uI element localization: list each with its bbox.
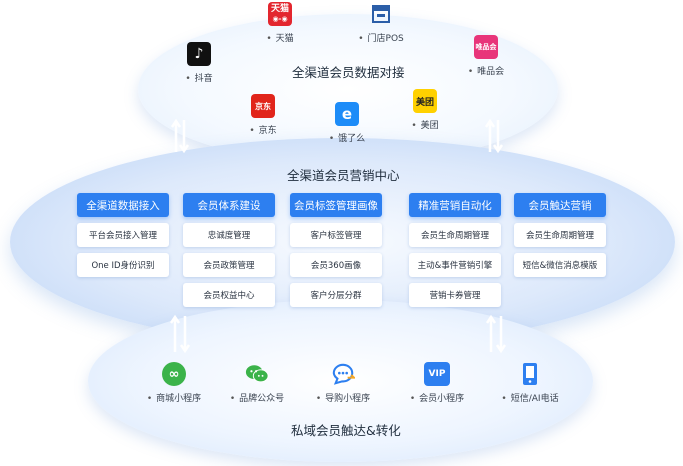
column-item[interactable]: 平台会员接入管理 <box>77 223 169 247</box>
sync-arrows-left-bottom <box>168 314 192 354</box>
phone-icon <box>518 362 542 386</box>
vip-icon: VIP <box>424 362 450 386</box>
column-item[interactable]: 会员政策管理 <box>183 253 275 277</box>
mini-program-icon: ∞ <box>162 362 186 386</box>
channel-mall-miniprogram: ∞ 商城小程序 <box>139 362 209 404</box>
data-integration-title: 全渠道会员数据对接 <box>292 65 405 80</box>
channel-label: 美团 <box>411 118 439 131</box>
column-item[interactable]: 客户分层分群 <box>290 283 382 307</box>
channel-label: 抖音 <box>185 71 213 84</box>
vipshop-icon: 唯品会 <box>474 35 498 59</box>
channel-pos: 门店POS <box>346 2 416 44</box>
chat-bubble-icon <box>331 362 355 386</box>
column-item[interactable]: 会员权益中心 <box>183 283 275 307</box>
channel-vipshop: 唯品会 唯品会 <box>451 35 521 77</box>
channel-jd: 京东 京东 <box>228 94 298 136</box>
column-item[interactable]: 短信&微信消息模版 <box>514 253 606 277</box>
column-head[interactable]: 会员标签管理画像 <box>290 193 382 217</box>
wechat-icon <box>245 362 269 386</box>
channel-label: 商城小程序 <box>147 391 201 404</box>
column-item[interactable]: 忠诚度管理 <box>183 223 275 247</box>
channel-label: 唯品会 <box>468 64 504 77</box>
channel-tmall: 天猫◉-◉ 天猫 <box>245 2 315 44</box>
column-tag-profile: 会员标签管理画像 客户标签管理 会员360画像 客户分层分群 <box>290 193 382 313</box>
column-item[interactable]: 客户标签管理 <box>290 223 382 247</box>
channel-label: 京东 <box>249 123 277 136</box>
douyin-icon: ♪ <box>187 42 211 66</box>
column-reach-marketing: 会员触达营销 会员生命周期管理 短信&微信消息模版 <box>514 193 606 283</box>
jd-icon: 京东 <box>251 94 275 118</box>
channel-guide-miniprogram: 导购小程序 <box>308 362 378 404</box>
channel-sms-ai-call: 短信/AI电话 <box>495 362 565 404</box>
column-marketing-automation: 精准营销自动化 会员生命周期管理 主动&事件营销引擎 营销卡券管理 <box>409 193 501 313</box>
tmall-icon: 天猫◉-◉ <box>268 2 292 26</box>
channel-eleme: e 饿了么 <box>312 102 382 144</box>
column-item[interactable]: 会员360画像 <box>290 253 382 277</box>
channel-meituan: 美团 美团 <box>390 89 460 131</box>
meituan-icon: 美团 <box>413 89 437 113</box>
channel-label: 门店POS <box>358 31 404 44</box>
sync-arrows-left-top <box>170 118 190 154</box>
column-head[interactable]: 会员体系建设 <box>183 193 275 217</box>
column-item[interactable]: 会员生命周期管理 <box>514 223 606 247</box>
column-head[interactable]: 全渠道数据接入 <box>77 193 169 217</box>
sync-arrows-right-top <box>484 118 504 154</box>
channel-official-account: 品牌公众号 <box>222 362 292 404</box>
column-item[interactable]: 主动&事件营销引擎 <box>409 253 501 277</box>
channel-label: 短信/AI电话 <box>501 391 559 404</box>
column-head[interactable]: 精准营销自动化 <box>409 193 501 217</box>
channel-label: 饿了么 <box>329 131 365 144</box>
column-data-access: 全渠道数据接入 平台会员接入管理 One ID身份识别 <box>77 193 169 283</box>
marketing-center-title: 全渠道会员营销中心 <box>287 168 400 183</box>
store-icon <box>369 2 393 26</box>
channel-label: 导购小程序 <box>316 391 370 404</box>
sync-arrows-right-bottom <box>484 314 508 354</box>
column-head[interactable]: 会员触达营销 <box>514 193 606 217</box>
channel-member-miniprogram: VIP 会员小程序 <box>402 362 472 404</box>
channel-douyin: ♪ 抖音 <box>164 42 234 84</box>
channel-label: 会员小程序 <box>410 391 464 404</box>
channel-label: 天猫 <box>266 31 294 44</box>
private-domain-title: 私域会员触达&转化 <box>291 423 401 438</box>
column-item[interactable]: 营销卡券管理 <box>409 283 501 307</box>
eleme-icon: e <box>335 102 359 126</box>
column-item[interactable]: 会员生命周期管理 <box>409 223 501 247</box>
column-item[interactable]: One ID身份识别 <box>77 253 169 277</box>
channel-label: 品牌公众号 <box>230 391 284 404</box>
column-membership-system: 会员体系建设 忠诚度管理 会员政策管理 会员权益中心 <box>183 193 275 313</box>
